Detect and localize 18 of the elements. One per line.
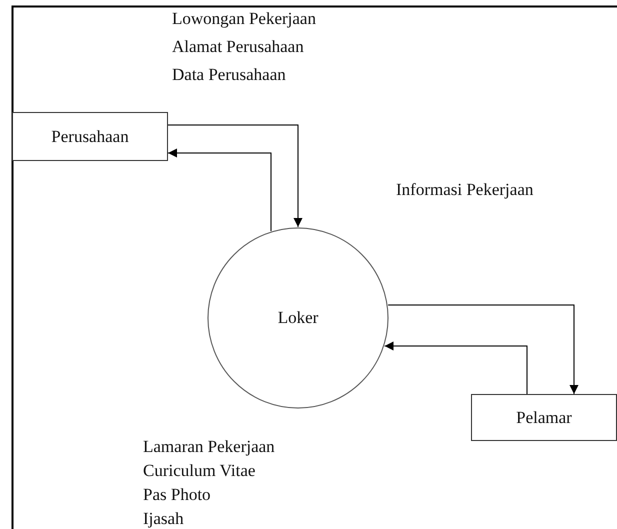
node-label: Pelamar [516, 408, 572, 428]
entity-box [471, 394, 617, 441]
data-flow-label: Pas Photo [143, 486, 211, 503]
arrow [168, 124, 302, 228]
arrow [384, 342, 528, 394]
arrow [388, 304, 578, 394]
node-label: Loker [278, 308, 318, 328]
data-flow-label: Data Perusahaan [172, 66, 286, 83]
data-flow-label: Alamat Perusahaan [172, 38, 304, 55]
data-flow-label: Curiculum Vitae [143, 462, 256, 479]
data-flow-label: Ijasah [143, 510, 184, 527]
entity-box [12, 112, 168, 161]
arrow [168, 148, 272, 232]
data-flow-label: Informasi Pekerjaan [396, 181, 534, 198]
data-flow-label: Lamaran Pekerjaan [143, 438, 275, 455]
data-flow-label: Lowongan Pekerjaan [172, 10, 316, 27]
process-circle [207, 227, 389, 409]
node-label: Perusahaan [51, 126, 129, 146]
